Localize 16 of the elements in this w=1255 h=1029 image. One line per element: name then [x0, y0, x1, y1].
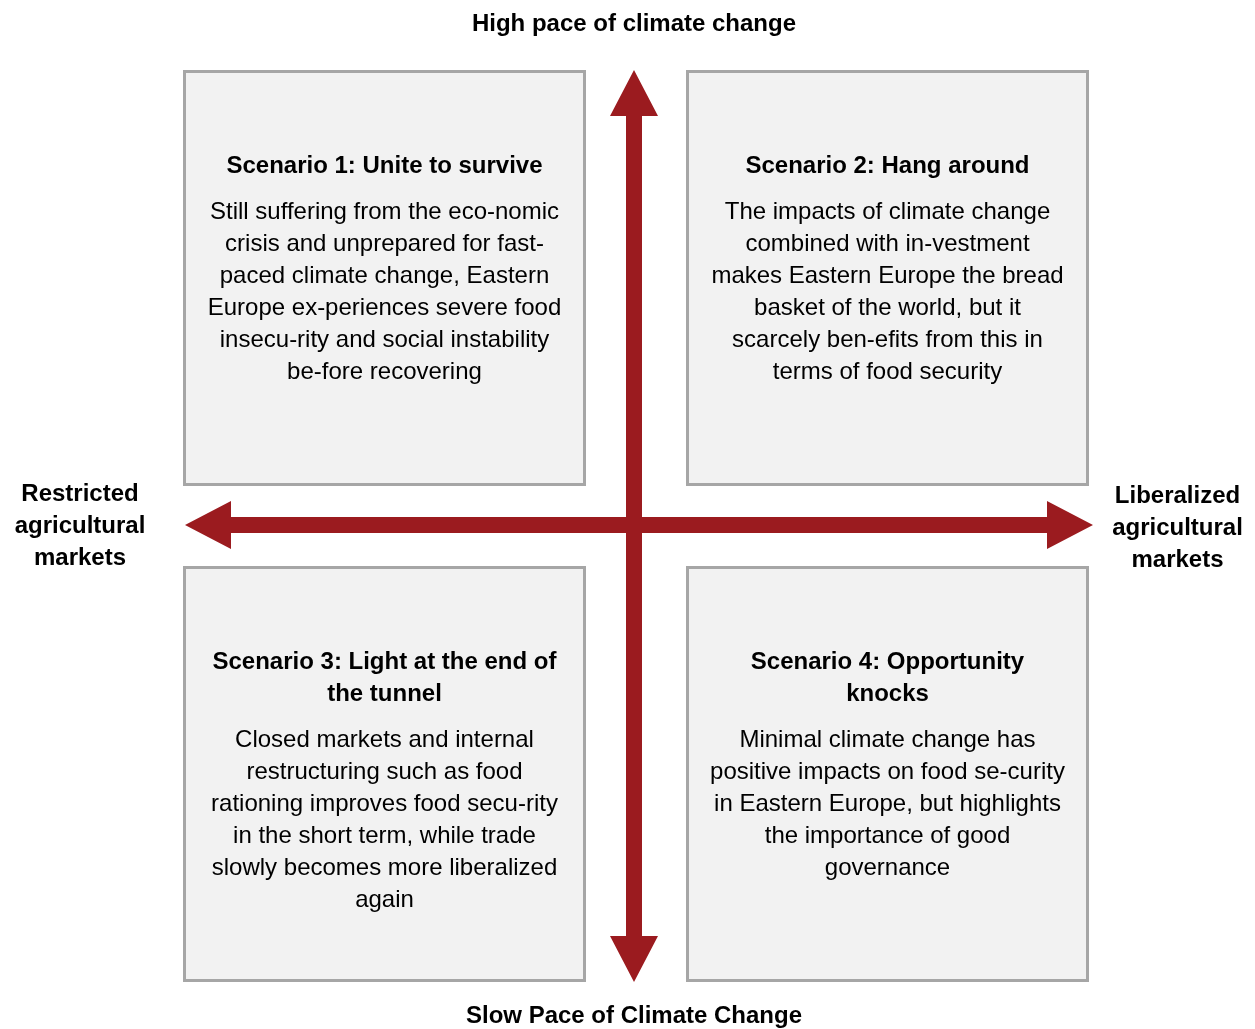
- scenario-description: Closed markets and internal restructuring such as food rationing improves food secu-rity in the short term, while trade slowly becomes more liberalized again: [210, 724, 559, 914]
- scenario-box: [183, 70, 586, 486]
- axis-label: Liberalized agricultural markets: [1111, 480, 1244, 574]
- scenario-box: [686, 70, 1089, 486]
- scenario-heading: Scenario 3: Light at the end of the tunnel: [211, 646, 558, 708]
- scenario-box: [686, 566, 1089, 982]
- scenario-heading: Scenario 4: Opportunity knocks: [749, 646, 1026, 708]
- scenario-description: Minimal climate change has positive impacts on food se-curity in Eastern Europe, but highlights the importance of good governance: [709, 724, 1066, 882]
- scenario-box: [183, 566, 586, 982]
- scenario-heading: Scenario 2: Hang around: [744, 150, 1031, 180]
- axis-label: Restricted agricultural markets: [13, 478, 147, 572]
- scenario-description: The impacts of climate change combined with in-vestment makes Eastern Europe the bread basket of the world, but it scarcely ben-efits from this in terms of food security: [710, 196, 1065, 386]
- axis-label: Slow Pace of Climate Change: [464, 1000, 804, 1029]
- scenario-heading: Scenario 1: Unite to survive: [225, 150, 544, 180]
- axis-label: High pace of climate change: [470, 8, 798, 38]
- scenario-description: Still suffering from the eco-nomic crisis and unprepared for fast-paced climate change, Eastern Europe ex-periences severe food insecu-rity and social instability be-fore recovering: [206, 196, 563, 386]
